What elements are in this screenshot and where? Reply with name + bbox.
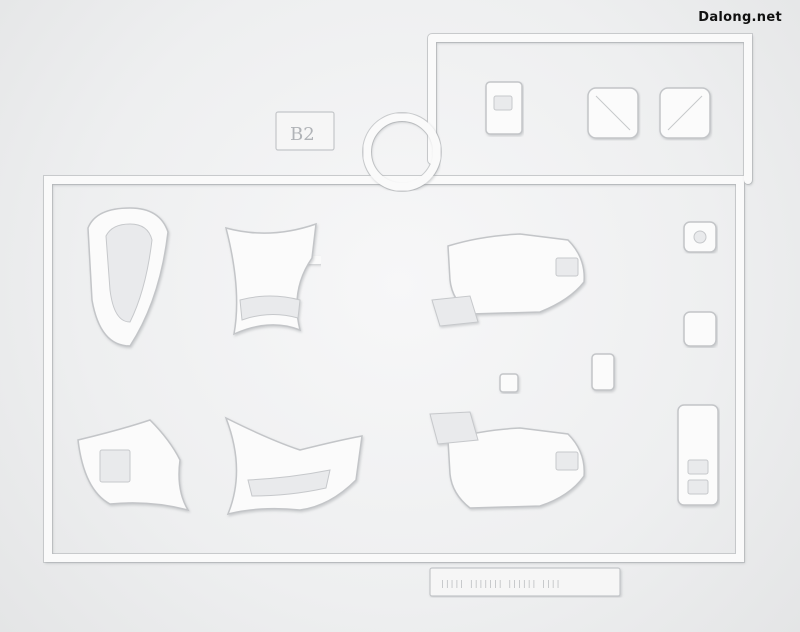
part-skirt-upper — [224, 222, 317, 336]
watermark: Dalong.net — [698, 10, 782, 25]
part-small-knob-1 — [683, 221, 717, 253]
runner-frame — [44, 34, 752, 562]
sprue-tag: B2 — [264, 111, 335, 184]
part-vertical-bracket — [677, 404, 719, 506]
part-connector — [499, 353, 615, 393]
part-skirt-lower-left — [77, 419, 190, 512]
svg-text:||||| ||||||| |||||| ||||: ||||| ||||||| |||||| |||| — [440, 579, 560, 588]
part-shield-frame — [87, 207, 169, 347]
part-square-block-1 — [587, 87, 639, 139]
part-small-bracket — [485, 81, 523, 135]
sprue-tag-label: B2 — [290, 124, 315, 145]
code-plate: ||||| ||||||| |||||| |||| — [429, 567, 621, 597]
part-small-knob-2 — [683, 311, 717, 347]
part-armor-upper — [431, 233, 585, 327]
part-square-block-2 — [659, 87, 711, 139]
part-armor-lower — [429, 411, 585, 509]
part-skirt-lower-right — [224, 416, 363, 516]
